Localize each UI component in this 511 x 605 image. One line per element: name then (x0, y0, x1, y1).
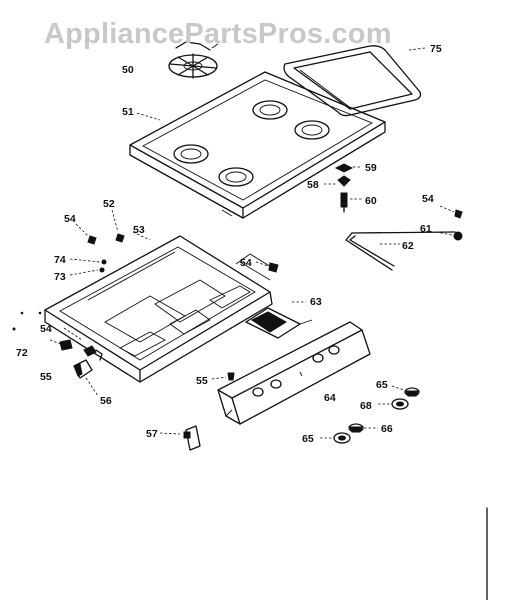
part-61-62-rod (345, 205, 463, 271)
callout-labels: 50 75 51 59 58 60 54 61 62 54 52 53 74 7… (16, 43, 442, 445)
callout-58: 58 (307, 179, 319, 191)
callout-62: 62 (402, 240, 414, 252)
callout-61: 61 (420, 223, 432, 235)
part-56-bracket (73, 359, 99, 397)
callout-65-upper: 65 (376, 379, 388, 391)
callout-75: 75 (430, 43, 442, 55)
callout-63: 63 (310, 296, 322, 308)
scan-artifacts (12, 311, 488, 601)
part-51-cooktop (129, 71, 386, 219)
callout-55-left: 55 (40, 371, 52, 383)
callout-64: 64 (324, 392, 336, 404)
part-58-59-60-stack (324, 163, 362, 213)
callout-68: 68 (360, 400, 372, 412)
callout-72: 72 (16, 347, 28, 359)
part-65-66-68-knobs (320, 385, 420, 444)
part-55-screw (211, 372, 235, 381)
callout-74: 74 (54, 254, 66, 266)
part-75-cover (283, 45, 426, 117)
part-52-54-73-74-hardware (69, 209, 279, 276)
part-63-bracket (245, 301, 313, 339)
callout-54-lower-left: 54 (40, 323, 52, 335)
part-50-grate (168, 41, 219, 79)
part-53-burner-box (44, 231, 277, 383)
callout-54-top-right: 54 (422, 193, 434, 205)
callout-50: 50 (122, 64, 134, 76)
callout-60: 60 (365, 195, 377, 207)
callout-73: 73 (54, 271, 66, 283)
callout-54-mid: 54 (240, 257, 252, 269)
callout-56: 56 (100, 395, 112, 407)
watermark-text: AppliancePartsPros.com (44, 18, 392, 50)
callout-65-lower: 65 (302, 433, 314, 445)
callout-57: 57 (146, 428, 158, 440)
callout-52: 52 (103, 198, 115, 210)
part-64-control-panel (217, 321, 371, 425)
callout-51: 51 (122, 106, 134, 118)
callout-59: 59 (365, 162, 377, 174)
callout-55-mid: 55 (196, 375, 208, 387)
callout-53: 53 (133, 224, 145, 236)
part-57-part (159, 425, 201, 451)
callout-66: 66 (381, 423, 393, 435)
callout-54-left: 54 (64, 213, 76, 225)
